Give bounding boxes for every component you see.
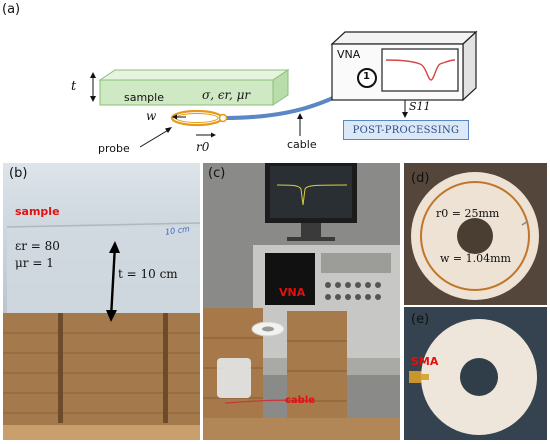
panel-label-a: (a) — [2, 2, 21, 17]
sample-block-top — [98, 69, 290, 81]
photo-d: r0 = 25mm w = 1.04mm — [404, 163, 547, 305]
panel-label-b: (b) — [9, 166, 28, 181]
vna-label: VNA — [337, 48, 361, 61]
sample-photo-label: sample — [15, 205, 60, 218]
thickness-value: t = 10 cm — [118, 267, 178, 281]
vna-port-icon — [357, 68, 377, 88]
thickness-symbol: t — [71, 79, 77, 94]
vna-box-side — [462, 30, 477, 102]
sample-block-front — [99, 79, 274, 106]
port-number: 1 — [363, 71, 370, 82]
vna-screen — [381, 48, 459, 92]
panel-label-e: (e) — [411, 312, 430, 327]
w-value: w = 1.04mm — [440, 252, 511, 265]
post-processing-box: POST-PROCESSING — [343, 120, 469, 140]
probe-label: probe — [98, 142, 130, 155]
sma-label: SMA — [411, 355, 439, 368]
r0-value: r0 = 25mm — [436, 207, 500, 220]
cable-photo-label: cable — [285, 395, 316, 406]
photo-c: VNA cable — [203, 163, 400, 440]
panel-label-c: (c) — [208, 166, 226, 181]
mu-value: μr = 1 — [15, 256, 54, 270]
vna-photo-label: VNA — [279, 286, 306, 299]
epsilon-value: εr = 80 — [15, 239, 60, 253]
r0-symbol: r0 — [196, 140, 210, 154]
vna-trace — [385, 59, 456, 81]
photo-b: sample 10 cm εr = 80 μr = 1 t = 10 cm — [3, 163, 200, 440]
cable-label: cable — [287, 138, 317, 151]
s11-label: S11 — [409, 100, 431, 113]
vna-box-top — [330, 31, 478, 45]
sample-label: sample — [124, 91, 164, 104]
panel-label-d: (d) — [411, 171, 430, 186]
schematic-diagram — [90, 30, 478, 148]
photo-e: SMA — [404, 307, 547, 440]
w-symbol: w — [146, 109, 157, 123]
material-params-label: σ, ϵr, μr — [202, 88, 251, 102]
